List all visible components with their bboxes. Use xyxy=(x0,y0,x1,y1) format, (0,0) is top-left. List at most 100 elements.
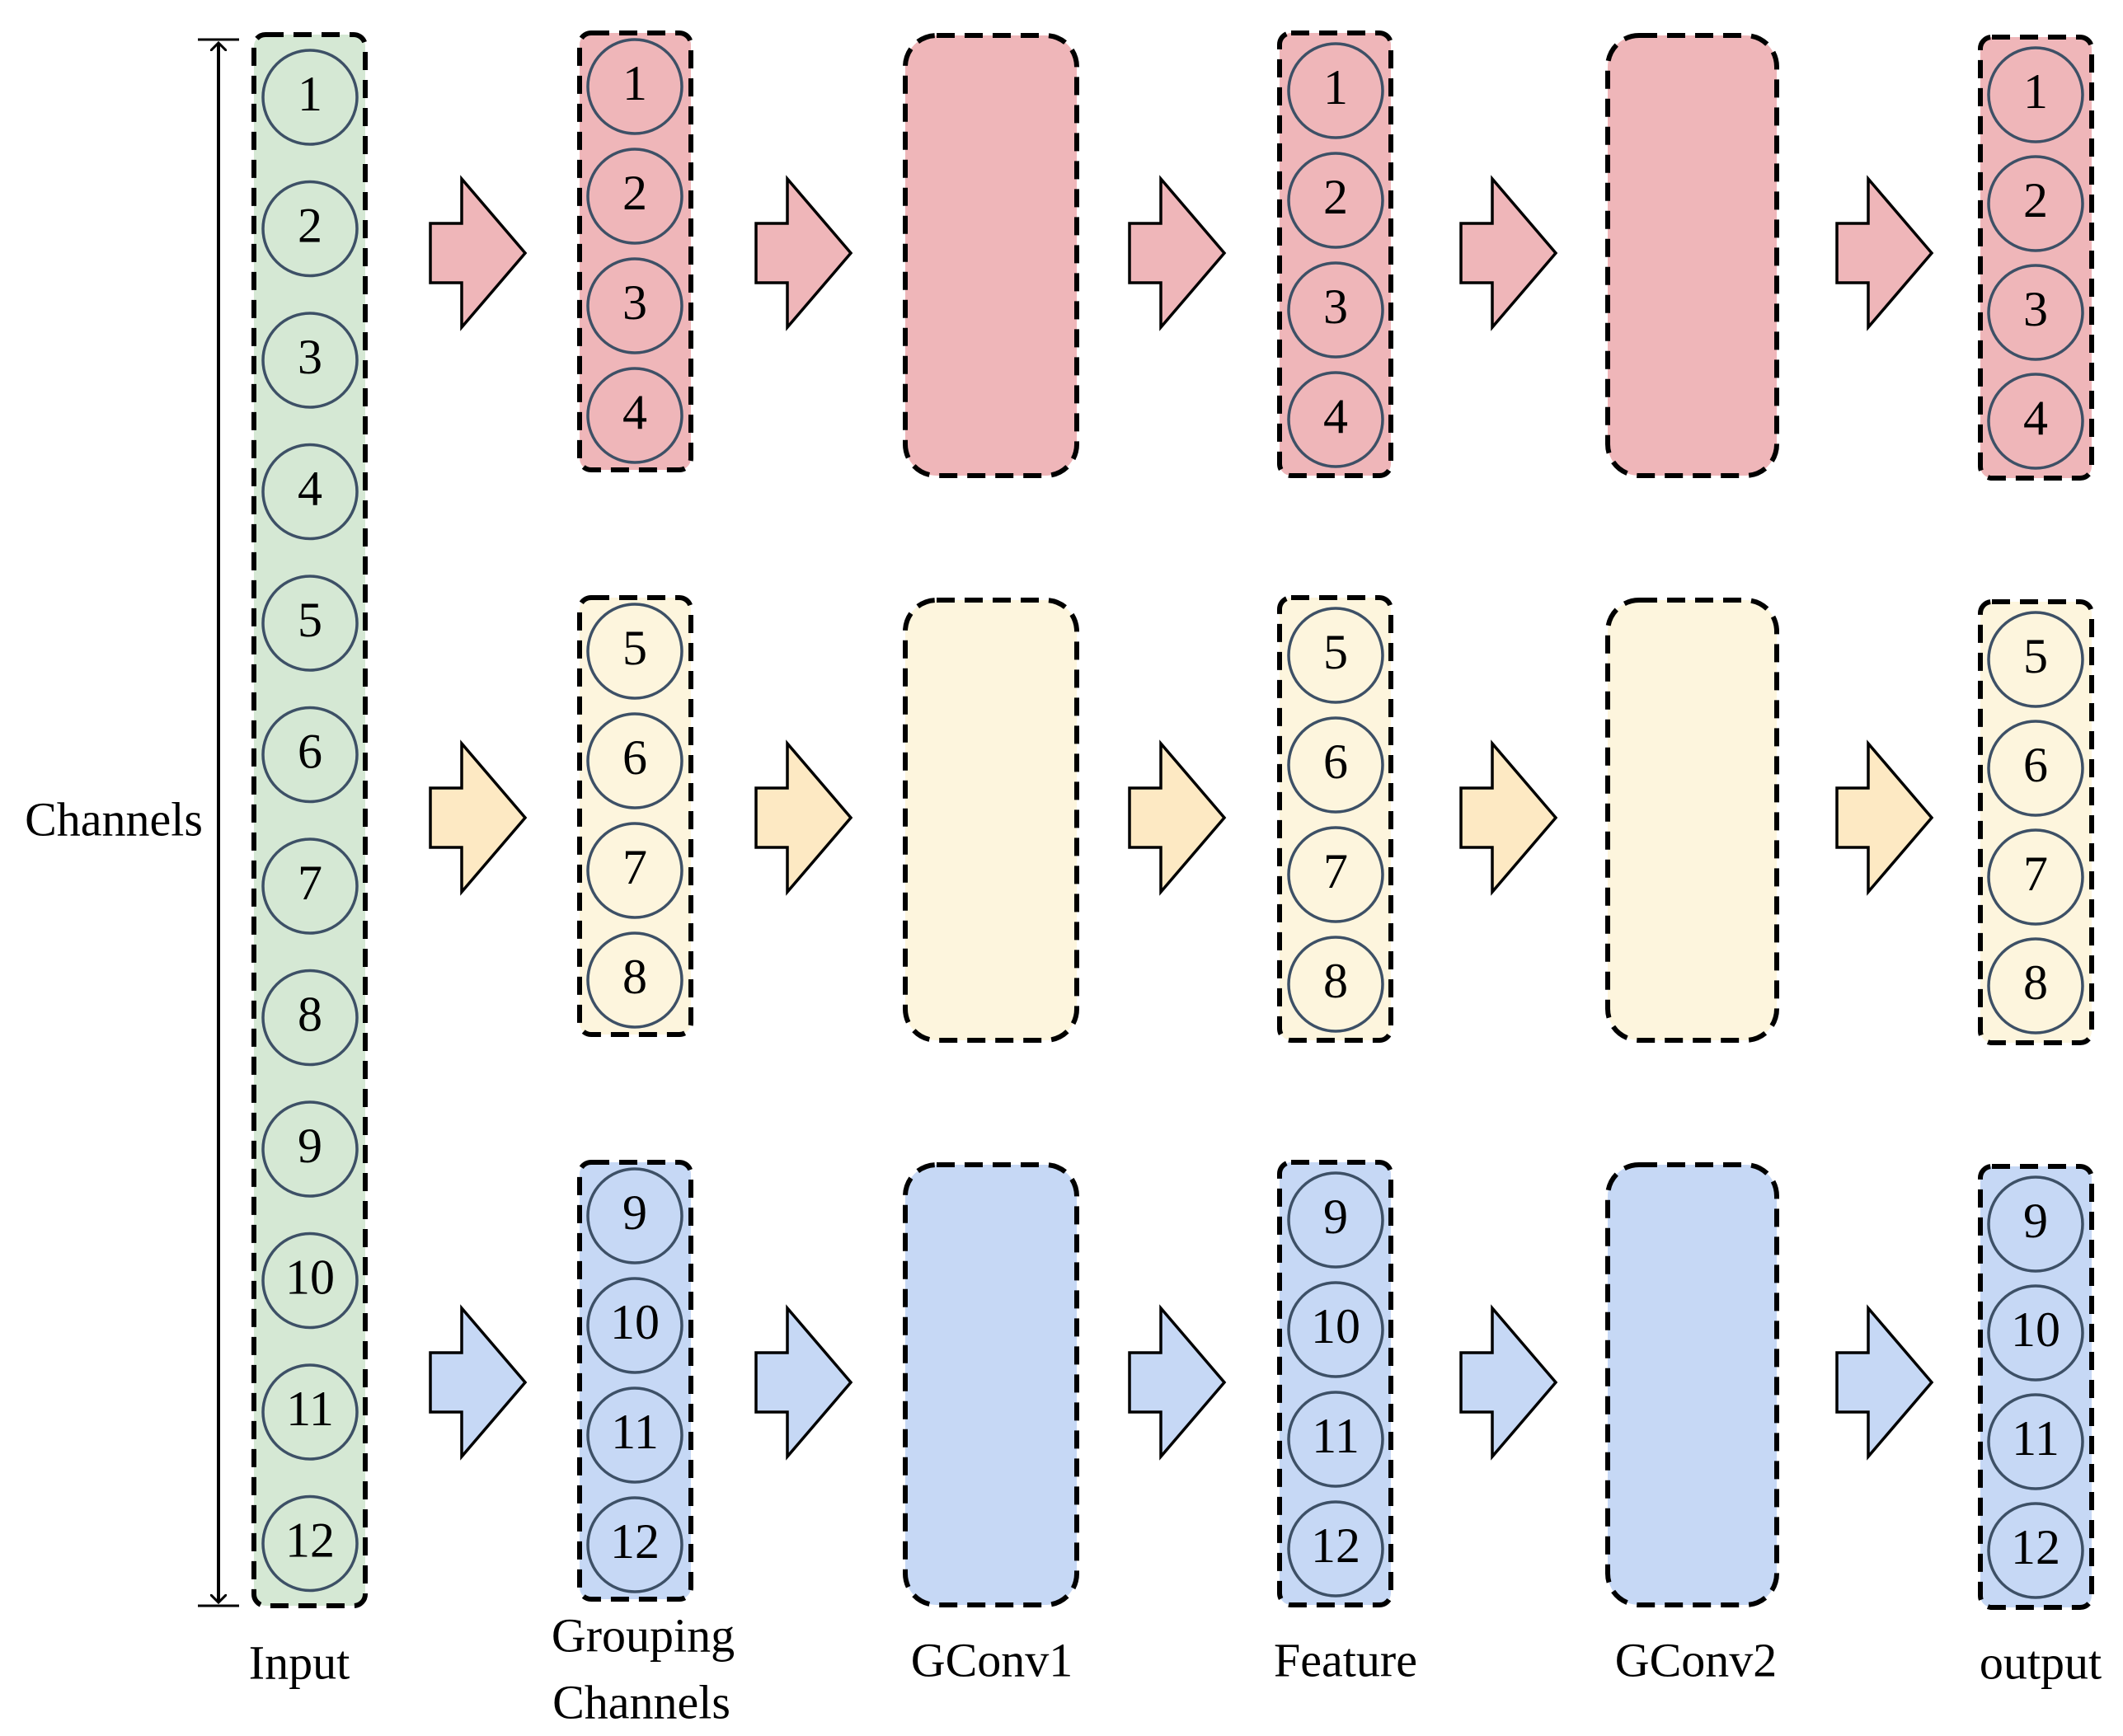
channel-number: 8 xyxy=(622,950,647,1004)
flow-arrow xyxy=(1835,175,1934,331)
output-channel-node: 9 xyxy=(1987,1175,2084,1273)
channel-circle xyxy=(1987,1175,2084,1273)
channel-circle xyxy=(1987,1502,2084,1599)
channel-circle xyxy=(1987,937,2084,1035)
flow-arrow xyxy=(429,739,528,896)
channel-circle xyxy=(586,38,683,135)
flow-arrow xyxy=(1459,1304,1558,1461)
channel-circle xyxy=(1987,611,2084,708)
output-channel-node: 6 xyxy=(1987,720,2084,817)
feature-channel-node: 3 xyxy=(1287,261,1384,359)
flow-arrow xyxy=(754,1304,853,1461)
channel-circle xyxy=(1287,607,1384,704)
grouping-box xyxy=(577,30,693,472)
channel-number: 2 xyxy=(622,166,647,220)
channels-axis-label: Channels xyxy=(25,792,203,846)
channel-circle xyxy=(261,1363,359,1461)
flow-arrow xyxy=(1835,739,1934,896)
channel-circle xyxy=(1287,826,1384,923)
flow-arrow xyxy=(1835,1304,1934,1461)
input-channel-node: 8 xyxy=(261,969,359,1067)
channel-number: 9 xyxy=(622,1185,647,1240)
output-channel-node: 3 xyxy=(1987,264,2084,361)
channel-number: 7 xyxy=(2023,847,2048,901)
input-channel-node: 10 xyxy=(261,1232,359,1330)
output-box xyxy=(1978,35,2094,481)
flow-arrow xyxy=(754,739,853,896)
channel-circle xyxy=(1987,1284,2084,1382)
channel-number: 5 xyxy=(2023,629,2048,683)
channel-circle xyxy=(1287,1171,1384,1269)
channel-number: 8 xyxy=(298,987,322,1041)
channel-number: 7 xyxy=(1323,844,1348,898)
channel-circle xyxy=(261,312,359,409)
channel-circle xyxy=(1287,1391,1384,1488)
channel-number: 1 xyxy=(622,56,647,110)
channel-circle xyxy=(586,822,683,919)
channel-circle xyxy=(586,1277,683,1374)
channel-circle xyxy=(1987,720,2084,817)
channel-circle xyxy=(261,969,359,1067)
input-channel-node: 12 xyxy=(261,1494,359,1593)
channel-number: 11 xyxy=(611,1405,659,1459)
gconv1-block xyxy=(903,1162,1079,1607)
feature-channel-node: 11 xyxy=(1287,1391,1384,1488)
feature-channel-node: 4 xyxy=(1287,371,1384,468)
channel-circle xyxy=(1987,1393,2084,1490)
channel-number: 7 xyxy=(298,856,322,910)
gconv2-block xyxy=(1605,598,1779,1043)
channel-circle xyxy=(586,367,683,464)
channel-circle xyxy=(1287,1281,1384,1378)
input-channel-node: 5 xyxy=(261,575,359,672)
channel-number: 5 xyxy=(1323,625,1348,679)
feature-channel-node: 7 xyxy=(1287,826,1384,923)
channel-number: 1 xyxy=(1323,60,1348,115)
output-channel-node: 5 xyxy=(1987,611,2084,708)
flow-arrow xyxy=(1128,175,1227,331)
feature-channel-node: 2 xyxy=(1287,152,1384,249)
input-channel-node: 1 xyxy=(261,49,359,146)
channel-circle xyxy=(586,257,683,354)
channel-circle xyxy=(261,706,359,804)
grouping-label-line1: Grouping xyxy=(552,1608,735,1662)
grouping-channel-node: 8 xyxy=(586,931,683,1029)
gconv2-block xyxy=(1605,1162,1779,1607)
input-channel-node: 6 xyxy=(261,706,359,804)
channel-number: 4 xyxy=(622,385,647,439)
grouping-channel-node: 4 xyxy=(586,367,683,464)
channel-circle xyxy=(1287,261,1384,359)
output-channel-node: 10 xyxy=(1987,1284,2084,1382)
channel-circle xyxy=(1287,371,1384,468)
channel-circle xyxy=(261,575,359,672)
channel-number: 3 xyxy=(298,330,322,384)
flow-arrow xyxy=(754,175,853,331)
channel-number: 3 xyxy=(622,275,647,330)
flow-arrow xyxy=(1459,175,1558,331)
feature-box xyxy=(1277,30,1393,478)
flow-arrow xyxy=(1128,1304,1227,1461)
gconv1-label: GConv1 xyxy=(911,1633,1073,1687)
channel-number: 3 xyxy=(2023,282,2048,336)
channel-number: 12 xyxy=(1311,1518,1360,1573)
feature-box xyxy=(1277,595,1393,1043)
channel-circle xyxy=(1987,264,2084,361)
channel-number: 4 xyxy=(298,461,322,515)
input-box xyxy=(251,32,368,1608)
channel-circle xyxy=(261,1232,359,1330)
channel-circle xyxy=(586,1386,683,1484)
channel-circle xyxy=(1287,42,1384,139)
output-box xyxy=(1978,599,2094,1045)
output-label: output xyxy=(1980,1635,2102,1689)
channel-number: 10 xyxy=(1311,1299,1360,1354)
channel-number: 2 xyxy=(1323,170,1348,224)
channel-circle xyxy=(1987,373,2084,470)
input-channel-node: 4 xyxy=(261,443,359,541)
channel-number: 6 xyxy=(298,724,322,778)
feature-box xyxy=(1277,1160,1393,1607)
grouping-channel-node: 11 xyxy=(586,1386,683,1484)
grouping-channel-node: 10 xyxy=(586,1277,683,1374)
channel-number: 10 xyxy=(610,1295,660,1349)
